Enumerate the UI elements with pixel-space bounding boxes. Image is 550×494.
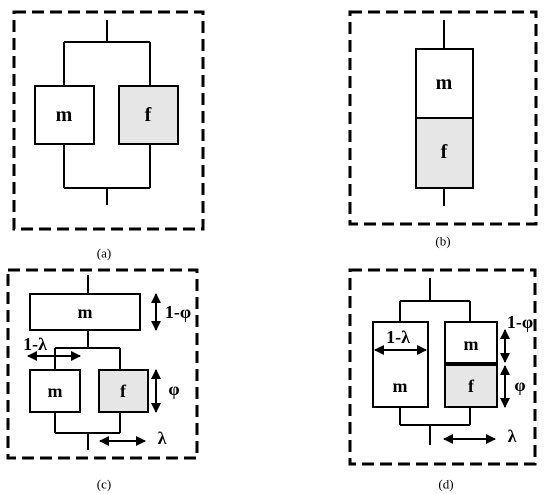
panel-d-caption: (d) (438, 477, 453, 492)
panel-d-lambda-label: λ (508, 426, 517, 446)
panel-c-top-matrix-box (29, 293, 141, 331)
panel-d: 1-λ m m f 1-φ φ λ (d) (348, 268, 537, 492)
panel-d-top-fraction-label: 1-φ (507, 312, 533, 332)
panel-a-matrix-label: m (56, 104, 73, 126)
panel-c-fiber-box (98, 369, 149, 413)
panel-a-fiber-label: f (145, 104, 152, 126)
panel-a-frame (12, 10, 205, 231)
panel-d-frame (348, 268, 537, 466)
panel-c-fiber-label: f (120, 381, 127, 401)
panel-c-top-fraction-label: 1-φ (165, 302, 191, 322)
panel-d-wires (399, 278, 471, 445)
panel-b-matrix-box (415, 48, 474, 119)
panel-a-caption: (a) (97, 246, 111, 261)
panel-d-fiber-box (444, 363, 498, 408)
panel-a-fiber-box (118, 85, 179, 145)
panel-d-lambda-complement-label: 1-λ (386, 327, 410, 347)
panel-c-matrix-box (29, 369, 81, 413)
panel-d-phi-label: φ (514, 375, 525, 395)
panel-b-caption: (b) (435, 234, 450, 249)
panel-c-caption: (c) (97, 477, 111, 492)
panel-c-lambda-label: λ (158, 428, 167, 448)
panel-c-matrix-label: m (48, 381, 63, 401)
panel-b-matrix-label: m (436, 72, 453, 94)
panel-b-fiber-box (415, 117, 474, 189)
panel-c-top-matrix-label: m (78, 302, 93, 322)
panel-a-wires (63, 20, 151, 205)
panel-b-frame (348, 10, 538, 226)
panel-b: m f (b) (348, 10, 538, 249)
panel-d-matrix-left-label: m (393, 376, 408, 396)
panel-c-lambda-complement-label: 1-λ (23, 334, 47, 354)
panel-c: m 1-φ 1-λ m f φ λ (c) (6, 268, 199, 492)
panel-b-fiber-label: f (441, 141, 448, 163)
panel-c-phi-label: φ (168, 379, 179, 399)
panel-d-matrix-right-box (444, 321, 498, 365)
panel-d-matrix-right-label: m (464, 334, 479, 354)
panel-a-matrix-box (34, 85, 95, 145)
panel-c-frame (6, 268, 199, 460)
panel-a: m f (a) (12, 10, 205, 261)
panel-d-fiber-label: f (468, 376, 475, 396)
panel-d-matrix-left-box (372, 321, 429, 408)
